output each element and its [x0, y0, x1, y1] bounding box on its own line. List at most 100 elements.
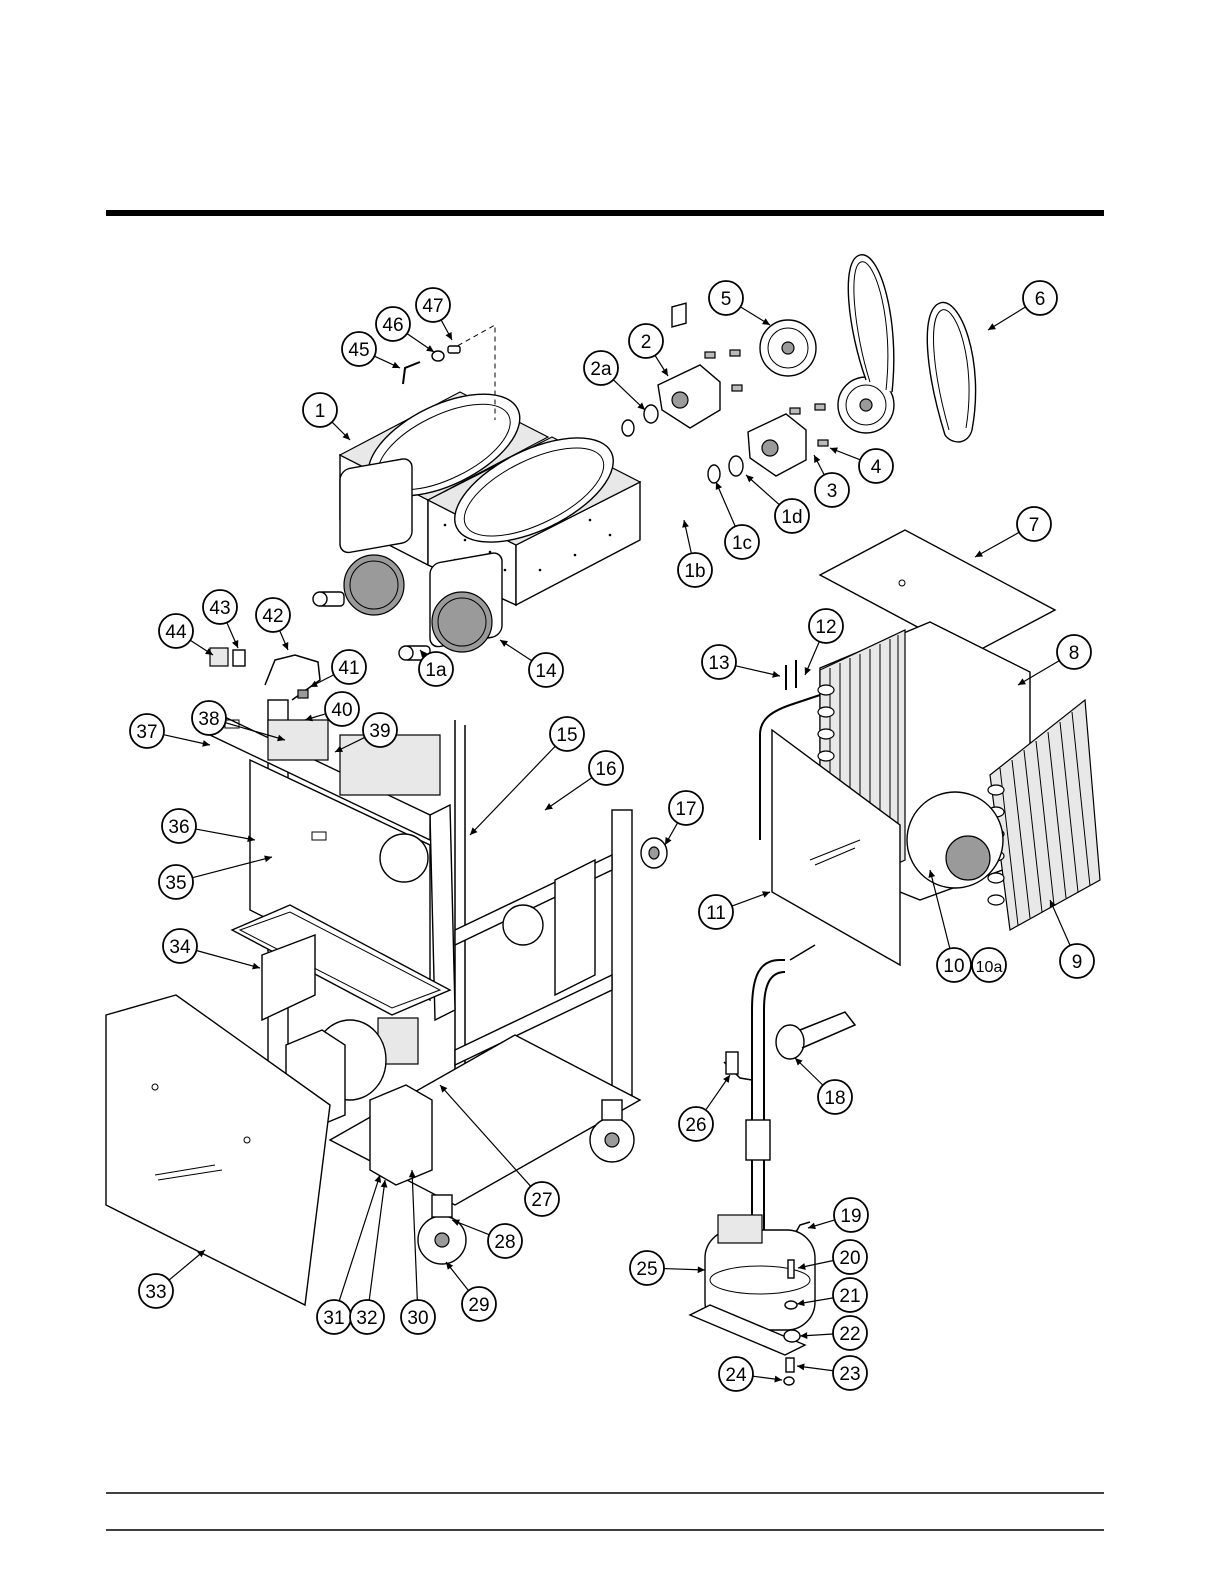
callout-label-3: 3 [827, 481, 838, 502]
callout-16: 16 [589, 751, 623, 785]
leader-arrowhead-46 [426, 345, 434, 352]
callout-label-1c: 1c [732, 533, 752, 554]
cabinet-frame [106, 700, 667, 1305]
leader-arrowhead-6 [988, 323, 996, 330]
callout-46: 46 [376, 307, 410, 341]
callout-37: 37 [130, 714, 164, 748]
callout-label-45: 45 [348, 340, 369, 361]
leader-line-16 [545, 778, 592, 810]
callout-label-8: 8 [1069, 643, 1080, 664]
leader-arrowhead-26 [723, 1075, 730, 1083]
callout-label-9: 9 [1072, 952, 1083, 973]
callout-label-7: 7 [1029, 515, 1040, 536]
leader-arrowhead-14 [500, 640, 508, 647]
callout-35: 35 [159, 865, 193, 899]
callout-label-38: 38 [198, 709, 219, 730]
callout-label-14: 14 [535, 661, 557, 682]
callout-10a: 10a [972, 948, 1006, 982]
callout-label-26: 26 [685, 1115, 706, 1136]
callout-label-43: 43 [209, 598, 230, 619]
callout-label-17: 17 [675, 799, 696, 820]
callout-label-4: 4 [871, 457, 882, 478]
callout-20: 20 [833, 1240, 867, 1274]
callout-label-33: 33 [145, 1282, 166, 1303]
callout-label-39: 39 [369, 721, 390, 742]
callout-label-1a: 1a [425, 660, 447, 681]
leader-line-34 [196, 951, 260, 968]
callout-9: 9 [1060, 944, 1094, 978]
header-rule [106, 210, 1104, 216]
leader-arrowhead-34 [252, 963, 260, 970]
callout-label-35: 35 [165, 873, 186, 894]
callout-36: 36 [162, 809, 196, 843]
callout-12: 12 [809, 609, 843, 643]
callout-15: 15 [550, 717, 584, 751]
callout-25: 25 [630, 1251, 664, 1285]
callout-label-34: 34 [169, 937, 191, 958]
callout-41: 41 [332, 650, 366, 684]
callout-label-41: 41 [338, 658, 359, 679]
callout-label-22: 22 [839, 1324, 860, 1345]
leader-arrowhead-25 [698, 1266, 705, 1273]
callout-1c: 1c [725, 525, 759, 559]
leader-line-1c [716, 482, 735, 526]
callout-label-13: 13 [708, 653, 729, 674]
callout-6: 6 [1023, 281, 1057, 315]
leader-arrowhead-31 [375, 1175, 382, 1183]
leader-line-36 [196, 829, 255, 840]
callout-7: 7 [1017, 507, 1051, 541]
callout-3: 3 [815, 473, 849, 507]
callout-label-24: 24 [725, 1365, 747, 1386]
callout-label-2: 2 [641, 332, 652, 353]
callout-21: 21 [833, 1278, 867, 1312]
leader-arrowhead-22 [800, 1332, 807, 1339]
callout-4: 4 [859, 449, 893, 483]
leader-arrowhead-5 [762, 318, 770, 325]
callout-47: 47 [416, 288, 450, 322]
callout-32: 32 [350, 1300, 384, 1334]
leader-arrowhead-2 [661, 368, 668, 376]
callout-label-11: 11 [706, 903, 726, 924]
leader-arrowhead-23 [797, 1364, 805, 1371]
callout-label-42: 42 [262, 606, 283, 627]
callout-44: 44 [159, 614, 193, 648]
callout-28: 28 [488, 1224, 522, 1258]
leader-line-15 [470, 746, 555, 835]
callout-22: 22 [833, 1316, 867, 1350]
leader-arrowhead-37 [202, 740, 210, 747]
leader-arrowhead-16 [545, 803, 553, 810]
leader-line-31 [339, 1175, 380, 1301]
callout-label-36: 36 [168, 817, 189, 838]
callout-8: 8 [1057, 635, 1091, 669]
callout-23: 23 [833, 1356, 867, 1390]
callout-27: 27 [525, 1182, 559, 1216]
leader-line-7 [975, 532, 1019, 557]
callout-label-21: 21 [839, 1286, 860, 1307]
callout-45: 45 [342, 332, 376, 366]
leader-arrowhead-13 [772, 671, 780, 678]
callout-1: 1 [303, 393, 337, 427]
callout-2: 2 [629, 324, 663, 358]
leader-arrowhead-32 [381, 1180, 388, 1188]
small-electrical-parts [210, 648, 320, 700]
callout-label-29: 29 [468, 1295, 489, 1316]
callout-30: 30 [401, 1300, 435, 1334]
callout-label-25: 25 [636, 1259, 657, 1280]
callout-26: 26 [679, 1107, 713, 1141]
callout-label-19: 19 [840, 1206, 861, 1227]
leader-line-9 [1050, 900, 1070, 945]
callout-31: 31 [317, 1300, 351, 1334]
callout-38: 38 [192, 701, 226, 735]
leader-line-32 [369, 1180, 385, 1300]
callout-label-1: 1 [315, 401, 326, 422]
callout-label-32: 32 [356, 1308, 377, 1329]
callout-1d: 1d [775, 499, 809, 533]
callout-label-31: 31 [323, 1308, 344, 1329]
callout-2a: 2a [584, 351, 618, 385]
callout-43: 43 [203, 590, 237, 624]
callout-label-40: 40 [331, 700, 352, 721]
compressor-assembly [690, 945, 855, 1385]
leader-line-30 [412, 1170, 417, 1300]
callout-label-18: 18 [824, 1088, 845, 1109]
